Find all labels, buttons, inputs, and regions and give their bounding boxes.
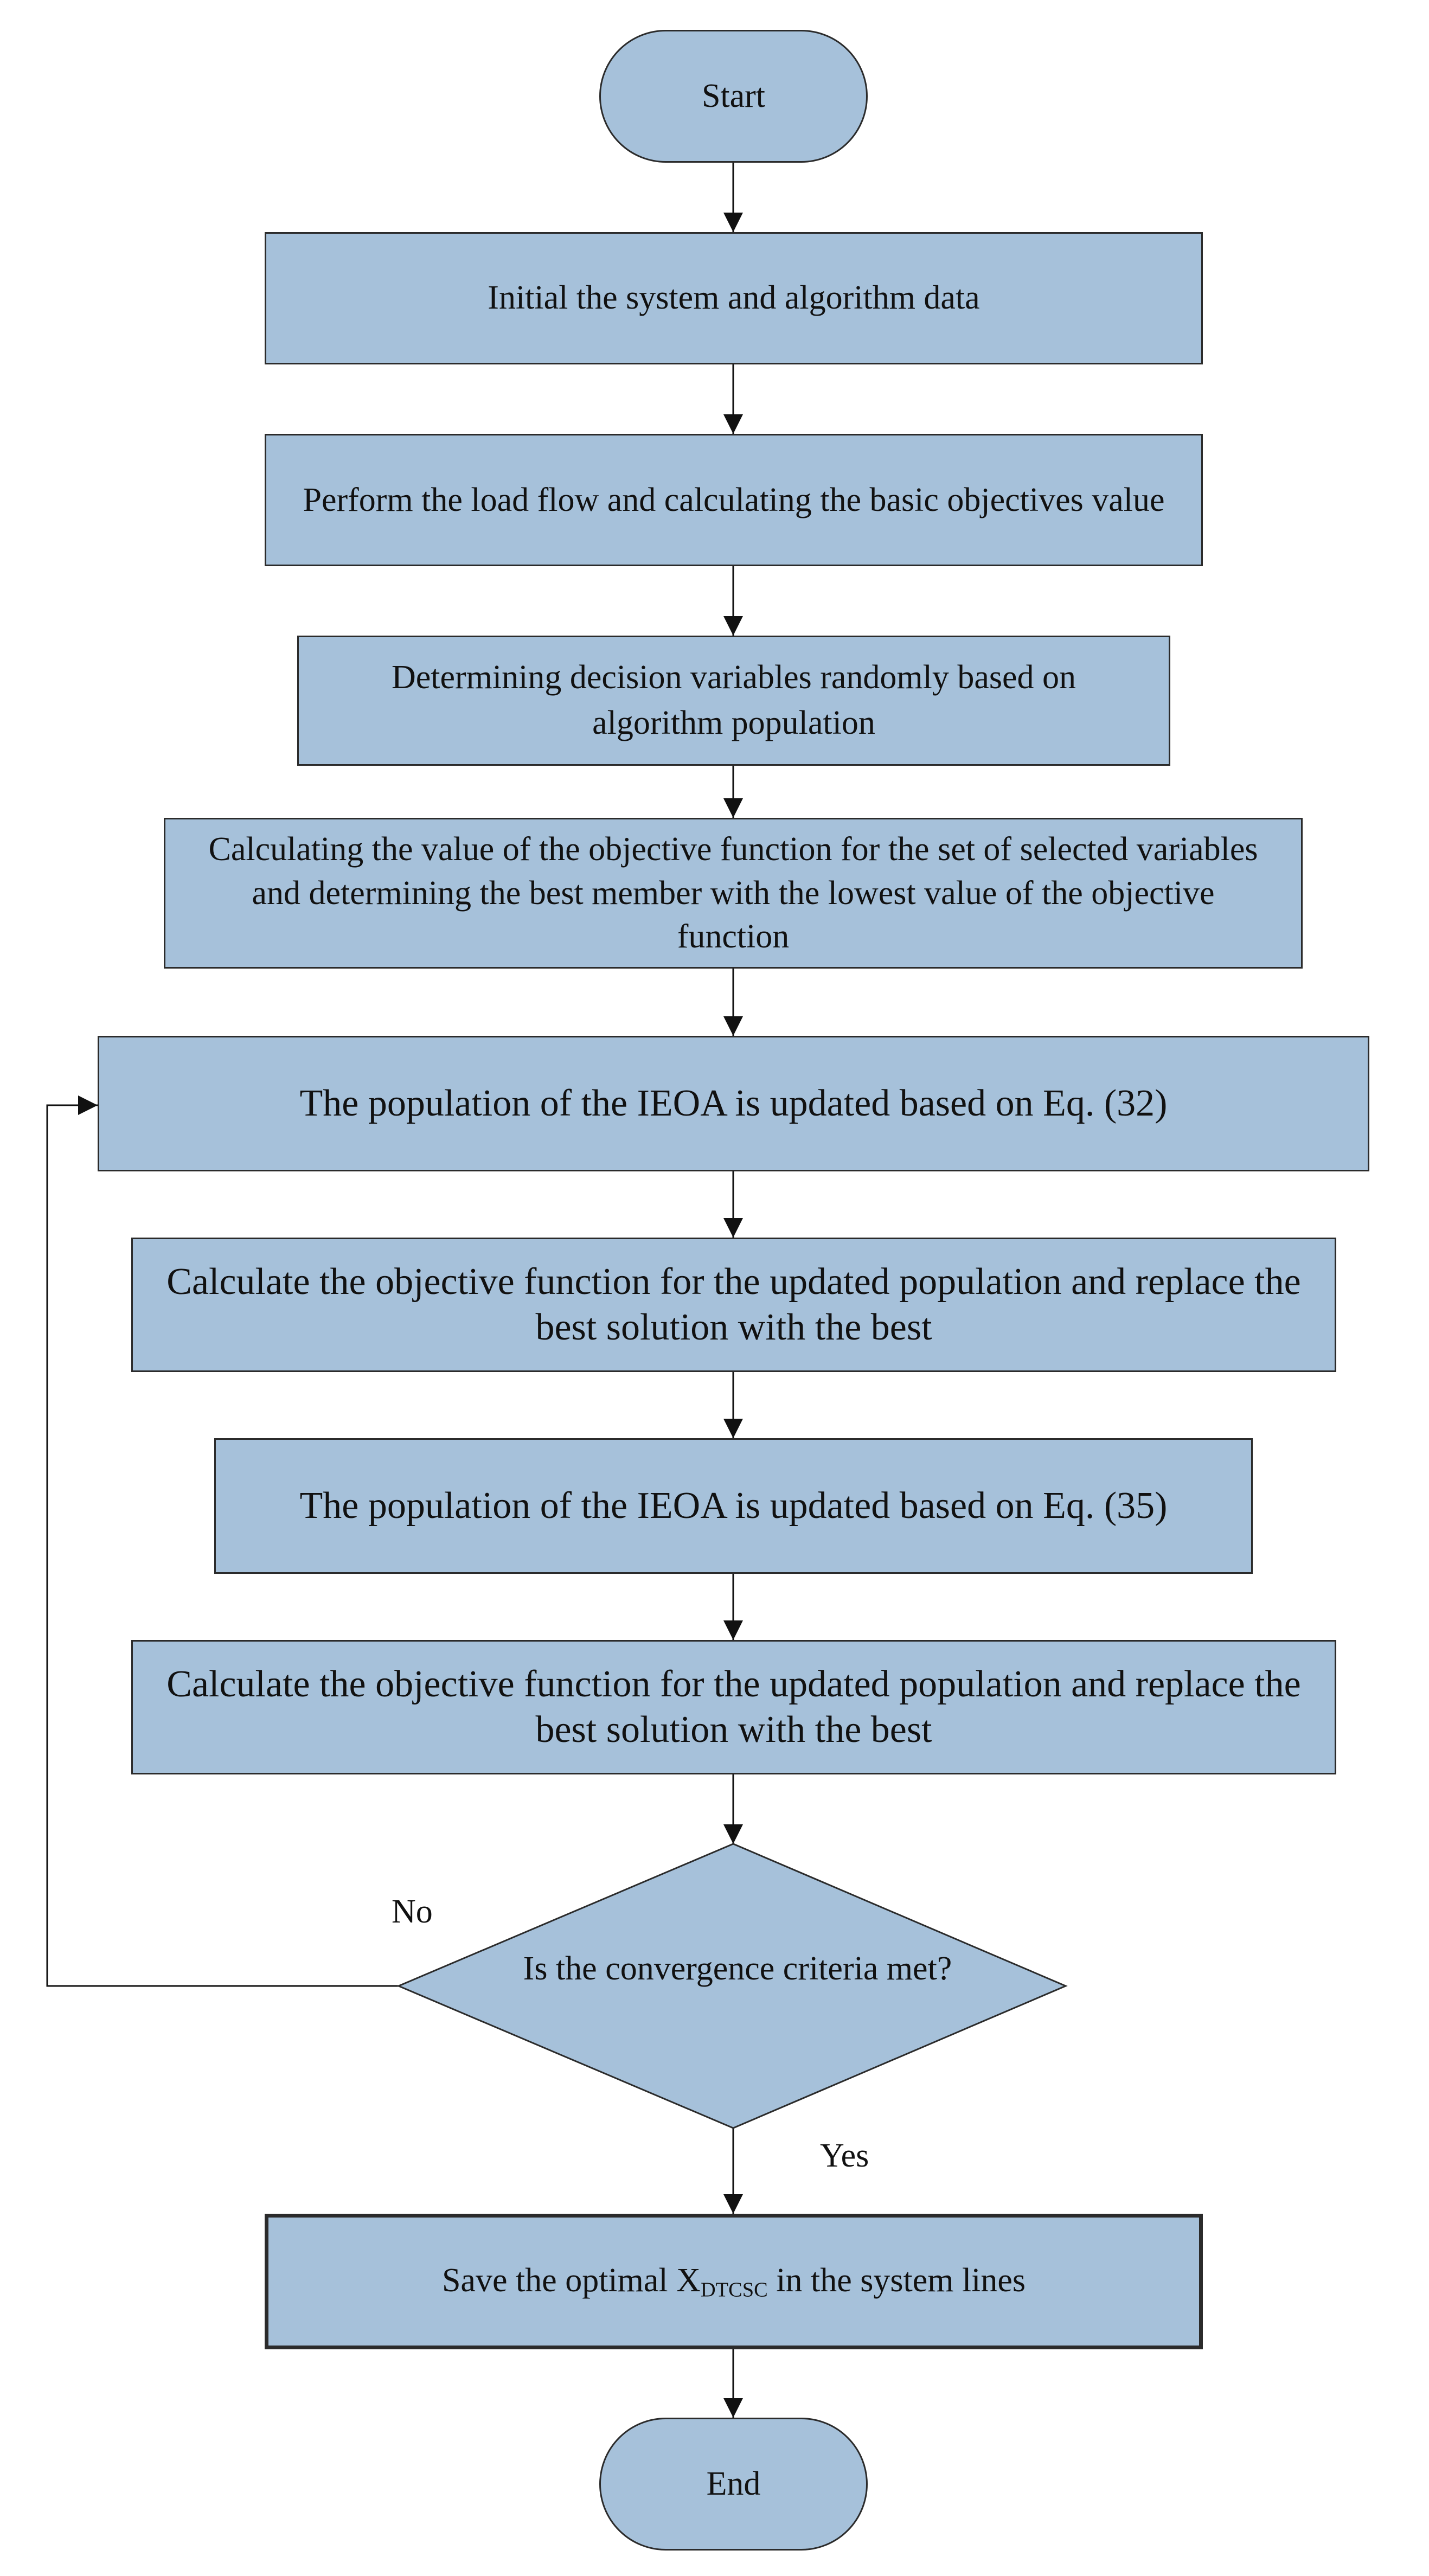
- end-label: End: [706, 2465, 761, 2502]
- init-step-box: Initial the system and algorithm data: [265, 232, 1203, 364]
- evaluate-objective-step-box: Calculating the value of the objective f…: [164, 818, 1303, 969]
- init-step-label: Initial the system and algorithm data: [488, 279, 980, 317]
- load-flow-step-box: Perform the load flow and calculating th…: [265, 434, 1203, 566]
- decision-diamond: [396, 1843, 1068, 2129]
- branch-label-yes: Yes: [820, 2137, 869, 2174]
- calculate-objective-box-1: Calculate the objective function for the…: [131, 1238, 1336, 1372]
- connector-arrows: [46, 163, 743, 2418]
- end-terminal: End: [599, 2418, 868, 2551]
- start-terminal: Start: [599, 30, 868, 163]
- update-population-35-box: The population of the IEOA is updated ba…: [214, 1438, 1253, 1574]
- save-result-box: Save the optimal XDTCSC in the system li…: [265, 2214, 1203, 2349]
- load-flow-step-label: Perform the load flow and calculating th…: [303, 481, 1165, 518]
- save-result-prefix: Save the optimal X: [441, 2262, 701, 2299]
- branch-label-no: No: [392, 1893, 433, 1930]
- update-population-32-label: The population of the IEOA is updated ba…: [299, 1082, 1168, 1124]
- save-result-label: Save the optimal XDTCSC in the system li…: [442, 2258, 1026, 2305]
- evaluate-objective-step-label: Calculating the value of the objective f…: [208, 831, 1258, 956]
- update-population-35-label: The population of the IEOA is updated ba…: [299, 1484, 1168, 1527]
- loop-back-arrow-no: [46, 1095, 399, 1987]
- decision-question: Is the convergence criteria met?: [523, 1950, 952, 1987]
- random-variables-step-label: Determining decision variables randomly …: [391, 659, 1076, 741]
- calculate-objective-label-1: Calculate the objective function for the…: [166, 1261, 1301, 1348]
- calculate-objective-label-2: Calculate the objective function for the…: [166, 1663, 1301, 1751]
- update-population-32-box: The population of the IEOA is updated ba…: [98, 1036, 1369, 1171]
- save-result-subscript: DTCSC: [700, 2278, 768, 2302]
- random-variables-step-box: Determining decision variables randomly …: [297, 636, 1170, 766]
- calculate-objective-box-2: Calculate the objective function for the…: [131, 1640, 1336, 1774]
- start-label: Start: [701, 77, 766, 114]
- save-result-suffix: in the system lines: [767, 2262, 1026, 2299]
